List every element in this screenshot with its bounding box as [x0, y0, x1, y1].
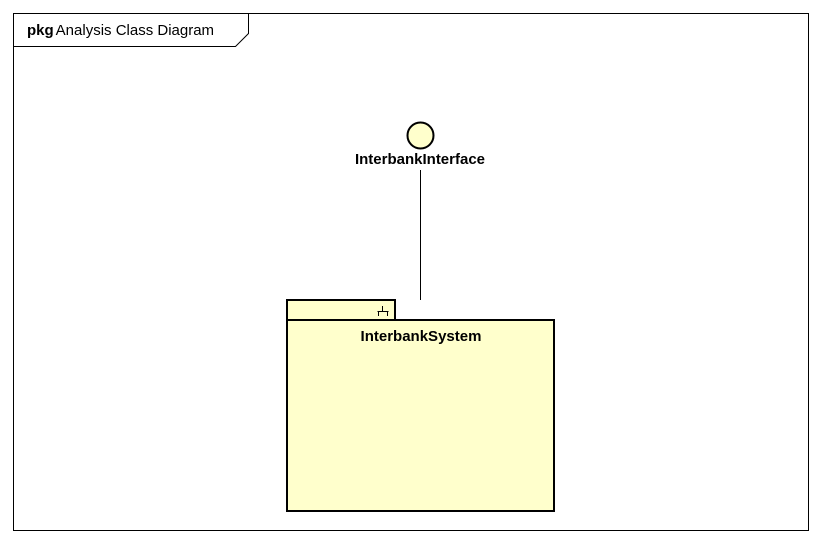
subsystem-icon — [377, 306, 389, 316]
package-body[interactable] — [286, 319, 555, 512]
interface-circle[interactable] — [406, 121, 435, 150]
frame-name-tab — [13, 13, 249, 47]
package-label[interactable]: InterbankSystem — [360, 328, 482, 345]
package-tab[interactable] — [286, 299, 396, 321]
frame-title-text: Analysis Class Diagram — [55, 22, 215, 39]
frame-keyword: pkg — [27, 22, 54, 39]
interface-label[interactable]: InterbankInterface — [354, 151, 486, 168]
